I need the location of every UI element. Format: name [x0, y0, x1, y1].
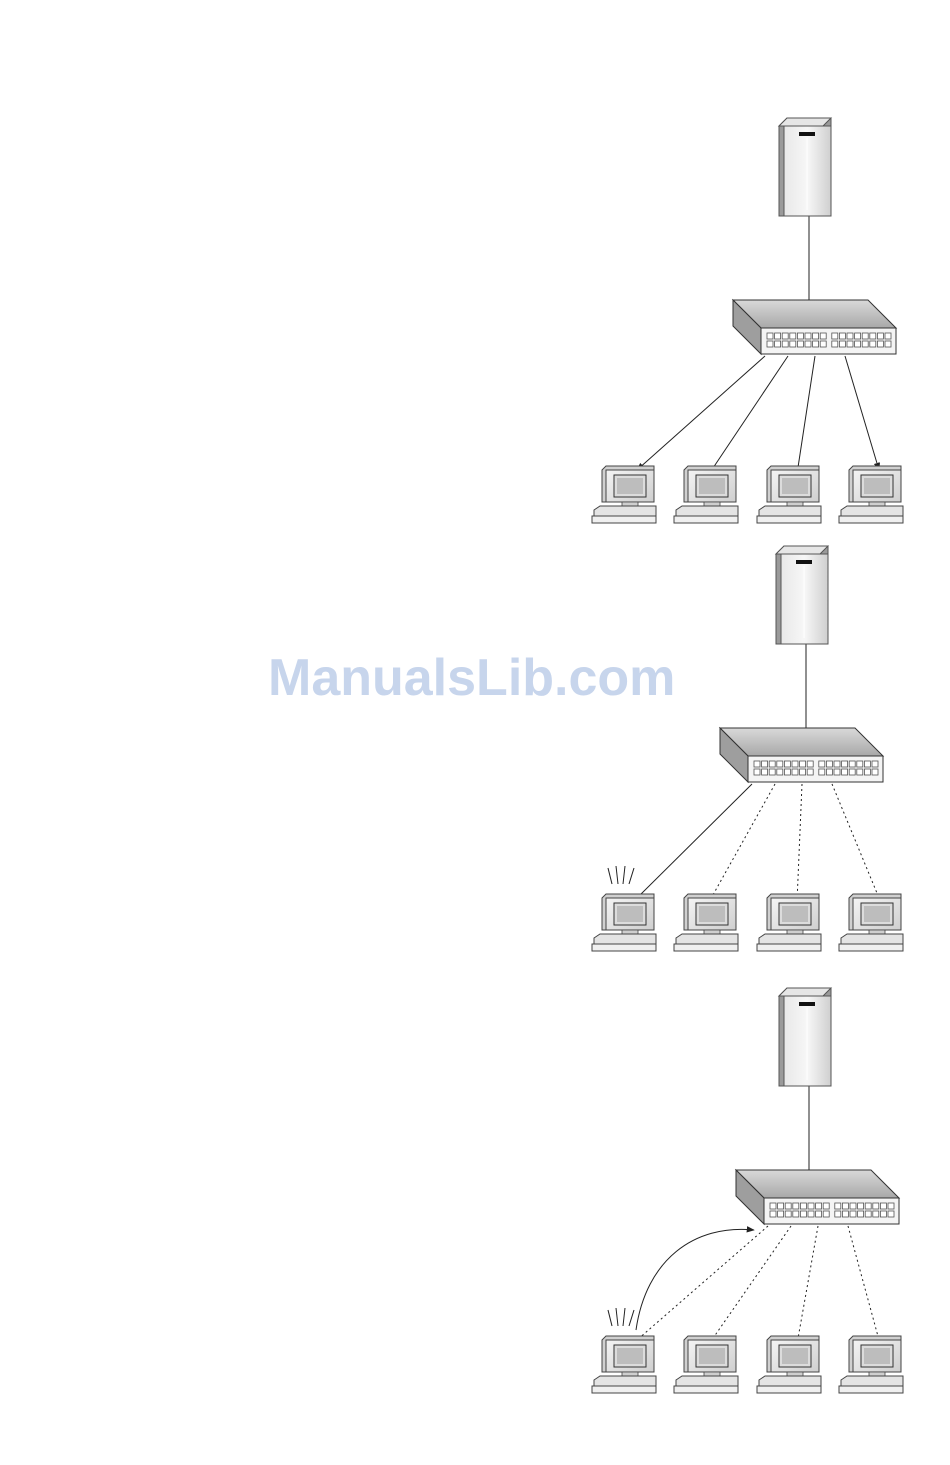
switch-pc-link-1	[637, 1226, 768, 1340]
server-tower-icon	[779, 988, 831, 1086]
desktop-computer-icon	[674, 894, 738, 951]
desktop-computer-icon	[839, 466, 903, 523]
switch-pc-link-1	[637, 784, 752, 898]
switch-pc-link-2	[709, 1226, 791, 1344]
switch-pc-link-1	[637, 356, 765, 470]
network-switch-icon	[733, 300, 896, 354]
signal-activity-icon	[608, 866, 634, 884]
panel-broadcast	[592, 118, 903, 523]
panel-single-response	[592, 546, 903, 951]
reply-arrow	[636, 1229, 754, 1330]
desktop-computer-icon	[839, 1336, 903, 1393]
switch-pc-link-2	[709, 356, 788, 474]
desktop-computer-icon	[674, 1336, 738, 1393]
desktop-computer-icon	[757, 894, 821, 951]
switch-pc-link-3	[797, 784, 802, 902]
switch-pc-link-3	[797, 1226, 818, 1344]
desktop-computer-icon	[592, 1336, 656, 1393]
switch-pc-link-3	[797, 356, 815, 474]
desktop-computer-icon	[592, 894, 656, 951]
desktop-computer-icon	[757, 1336, 821, 1393]
server-tower-icon	[776, 546, 828, 644]
network-switch-icon	[736, 1170, 899, 1224]
switch-pc-link-4	[845, 356, 879, 470]
switch-pc-link-2	[709, 784, 775, 902]
desktop-computer-icon	[674, 466, 738, 523]
desktop-computer-icon	[757, 466, 821, 523]
signal-activity-icon	[608, 1308, 634, 1326]
switch-pc-link-4	[832, 784, 879, 898]
server-tower-icon	[779, 118, 831, 216]
panel-reply-to-switch	[592, 988, 903, 1393]
desktop-computer-icon	[592, 466, 656, 523]
network-switch-icon	[720, 728, 883, 782]
watermark-text: ManualsLib.com	[268, 648, 675, 708]
switch-pc-link-4	[848, 1226, 879, 1340]
desktop-computer-icon	[839, 894, 903, 951]
